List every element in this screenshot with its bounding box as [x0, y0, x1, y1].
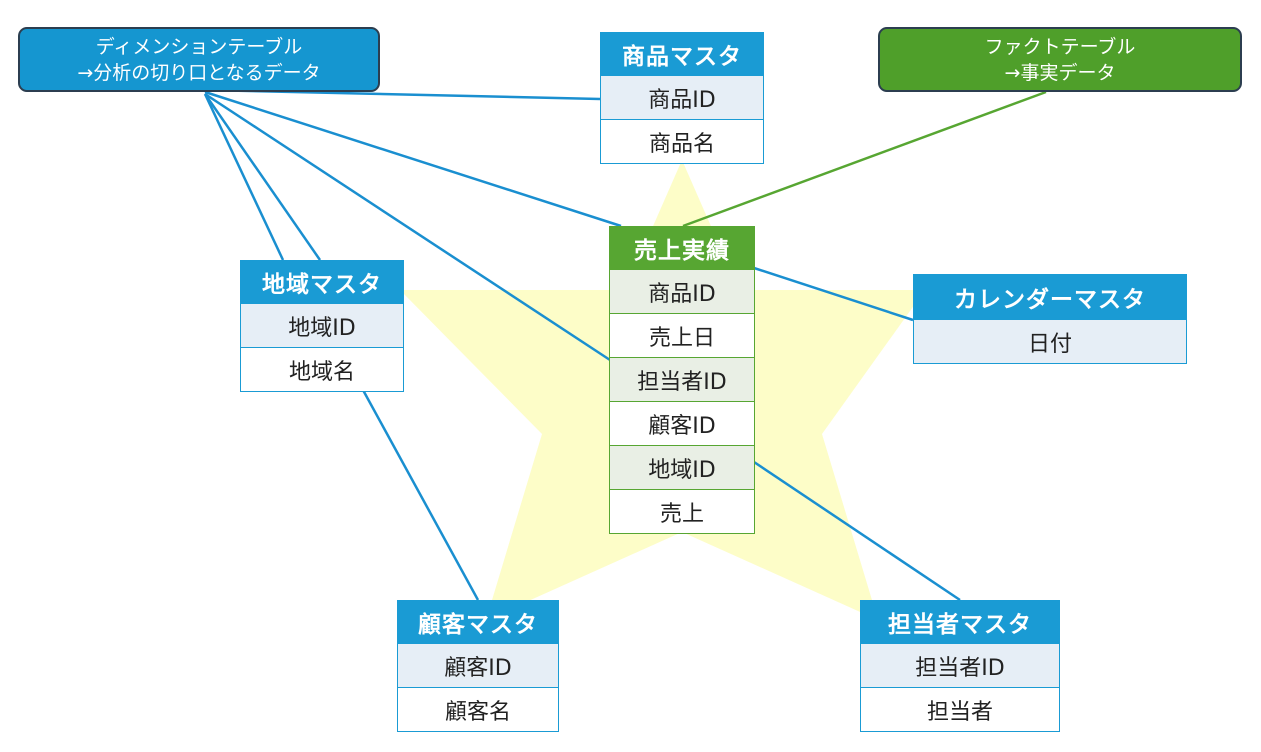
customer-master-title: 顧客マスタ: [398, 601, 558, 643]
product-master-title: 商品マスタ: [601, 33, 763, 75]
staff-master-table: 担当者マスタ 担当者ID 担当者: [860, 600, 1060, 732]
customer-master-table: 顧客マスタ 顧客ID 顧客名: [397, 600, 559, 732]
link-callout-sales: [204, 90, 622, 228]
sales-fact-title: 売上実績: [610, 227, 754, 269]
link-region-customer: [361, 389, 480, 601]
product-master-table: 商品マスタ 商品ID 商品名: [600, 32, 764, 164]
customer-master-row-name: 顧客名: [398, 687, 558, 731]
staff-master-row-name: 担当者: [861, 687, 1059, 731]
product-master-row-name: 商品名: [601, 119, 763, 163]
link-sales-staff: [753, 460, 961, 602]
fact-table-callout: ファクトテーブル →事実データ: [878, 27, 1242, 92]
product-master-row-id: 商品ID: [601, 75, 763, 119]
dimension-callout-line1: ディメンションテーブル: [95, 35, 303, 58]
sales-row-amount: 売上: [610, 489, 754, 533]
link-callout-region-a: [203, 93, 285, 261]
fact-callout-line2: →事実データ: [1004, 61, 1116, 84]
link-fact-callout-sales: [682, 90, 1047, 228]
dimension-table-callout: ディメンションテーブル →分析の切り口となるデータ: [18, 27, 380, 92]
link-callout-region-b: [203, 93, 322, 261]
sales-row-region-id: 地域ID: [610, 445, 754, 489]
region-master-title: 地域マスタ: [241, 261, 403, 303]
link-sales-calendar: [753, 266, 914, 322]
sales-row-customer-id: 顧客ID: [610, 401, 754, 445]
region-master-row-id: 地域ID: [241, 303, 403, 347]
region-master-table: 地域マスタ 地域ID 地域名: [240, 260, 404, 392]
region-master-row-name: 地域名: [241, 347, 403, 391]
customer-master-row-id: 顧客ID: [398, 643, 558, 687]
sales-fact-table: 売上実績 商品ID 売上日 担当者ID 顧客ID 地域ID 売上: [609, 226, 755, 534]
staff-master-title: 担当者マスタ: [861, 601, 1059, 643]
calendar-master-row-date: 日付: [914, 319, 1186, 363]
sales-row-staff-id: 担当者ID: [610, 357, 754, 401]
sales-row-date: 売上日: [610, 313, 754, 357]
link-callout-staffid: [204, 92, 611, 362]
sales-row-product-id: 商品ID: [610, 269, 754, 313]
fact-callout-line1: ファクトテーブル: [984, 35, 1136, 58]
calendar-master-title: カレンダーマスタ: [914, 275, 1186, 319]
staff-master-row-id: 担当者ID: [861, 643, 1059, 687]
calendar-master-table: カレンダーマスタ 日付: [913, 274, 1187, 364]
dimension-callout-line2: →分析の切り口となるデータ: [77, 61, 321, 84]
